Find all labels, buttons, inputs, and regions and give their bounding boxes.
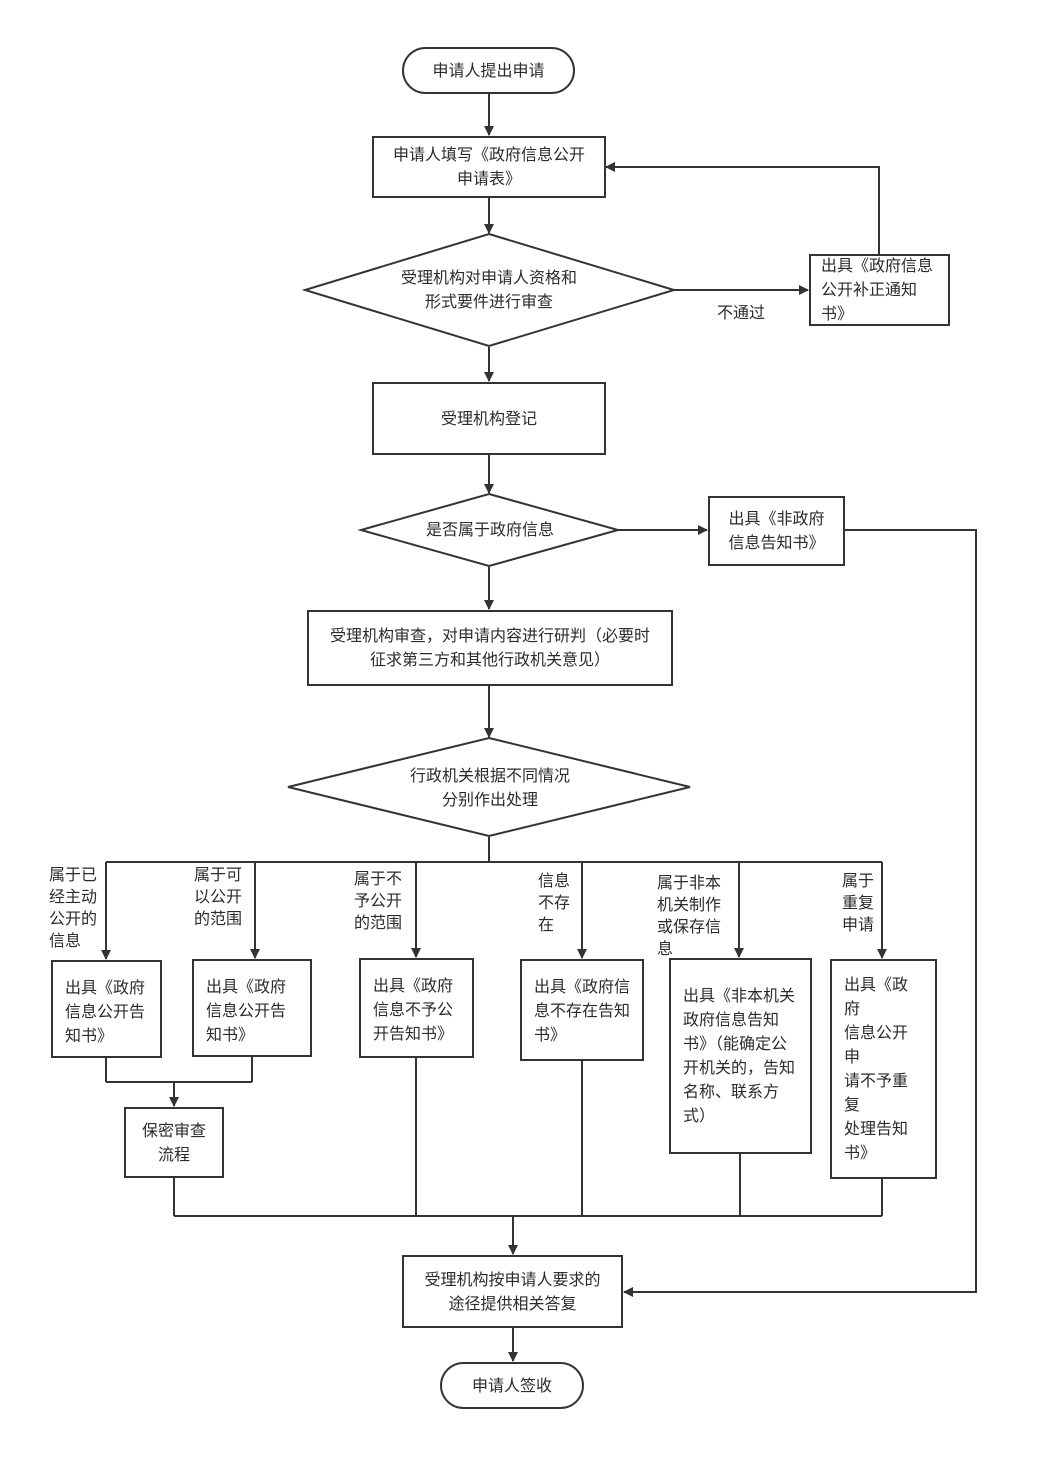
reply-text: 受理机构按申请人要求的 途径提供相关答复	[424, 1269, 601, 1313]
review-qual-text: 受理机构对申请人资格和 形式要件进行审查	[360, 262, 618, 318]
handle-cases-diamond	[287, 736, 691, 838]
fill-form-text: 申请人填写《政府信息公开 申请表》	[392, 145, 585, 188]
notice-can-public-text: 出具《政府 信息公开告 知书》	[206, 977, 287, 1044]
label-repeat: 属于 重复 申请	[842, 871, 875, 934]
label-not-exist: 信息 不存 在	[538, 871, 571, 934]
content-review-node: 受理机构审查，对申请内容进行研判（必要时 征求第三方和其他行政机关意见）	[307, 610, 673, 686]
start-node: 申请人提出申请	[402, 47, 575, 94]
end-node: 申请人签收	[440, 1362, 584, 1409]
notice-can-public-node: 出具《政府 信息公开告 知书》	[192, 959, 312, 1057]
review-qual-label: 受理机构对申请人资格和 形式要件进行审查	[400, 268, 577, 311]
non-gov-notice-text: 出具《非政府 信息告知书》	[728, 509, 825, 552]
notice-repeat-node: 出具《政府 信息公开申 请不予重复 处理告知 书》	[830, 959, 937, 1179]
register-text: 受理机构登记	[440, 408, 537, 428]
arrow-correction-to-form	[605, 162, 880, 254]
notice-not-exist-node: 出具《政府信 息不存在告知 书》	[520, 959, 644, 1061]
is-gov-info-diamond	[357, 492, 622, 568]
correction-notice-text: 出具《政府信息 公开补正通知 书》	[821, 256, 934, 323]
notice-not-exist-text: 出具《政府信 息不存在告知 书》	[534, 977, 631, 1044]
end-text: 申请人签收	[471, 1375, 552, 1395]
label-not-passed: 不通过	[717, 303, 766, 322]
content-review-text: 受理机构审查，对申请内容进行研判（必要时 征求第三方和其他行政机关意见）	[329, 626, 650, 669]
arrow-nongov-to-reply	[623, 529, 977, 1297]
handle-cases-label: 行政机关根据不同情况 分别作出处理	[409, 766, 570, 809]
secrecy-review-text: 保密审查 流程	[141, 1120, 206, 1164]
fill-form-node: 申请人填写《政府信息公开 申请表》	[372, 136, 606, 198]
handle-cases-text: 行政机关根据不同情况 分别作出处理	[370, 763, 610, 813]
notice-not-public-node: 出具《政府 信息不予公 开告知书》	[359, 958, 474, 1058]
notice-repeat-text: 出具《政府 信息公开申 请不予重复 处理告知 书》	[844, 975, 909, 1162]
review-qual-diamond	[301, 232, 678, 348]
notice-other-agency-text: 出具《非本机关 政府信息告知 书》（能确定公 开机关的，告知 名称、联系方 式）	[683, 986, 796, 1125]
is-gov-info-text: 是否属于政府信息	[400, 518, 580, 542]
notice-not-public-text: 出具《政府 信息不予公 开告知书》	[373, 976, 454, 1043]
correction-notice-node: 出具《政府信息 公开补正通知 书》	[809, 254, 950, 326]
notice-public-node: 出具《政府 信息公开告 知书》	[51, 960, 162, 1058]
label-not-to-public: 属于不 予公开 的范围	[354, 869, 403, 932]
notice-public-text: 出具《政府 信息公开告 知书》	[65, 978, 146, 1045]
notice-other-agency-node: 出具《非本机关 政府信息告知 书》（能确定公 开机关的，告知 名称、联系方 式）	[669, 958, 812, 1154]
label-already-public: 属于已 经主动 公开的 信息	[49, 865, 98, 950]
label-can-public: 属于可 以公开 的范围	[194, 865, 243, 928]
non-gov-notice-node: 出具《非政府 信息告知书》	[708, 496, 845, 566]
register-node: 受理机构登记	[372, 382, 606, 455]
label-not-this-agency: 属于非本 机关制作 或保存信 息	[657, 873, 722, 958]
reply-node: 受理机构按申请人要求的 途径提供相关答复	[402, 1255, 623, 1328]
is-gov-info-label: 是否属于政府信息	[425, 520, 554, 539]
secrecy-review-node: 保密审查 流程	[124, 1107, 224, 1178]
start-text: 申请人提出申请	[432, 60, 545, 80]
